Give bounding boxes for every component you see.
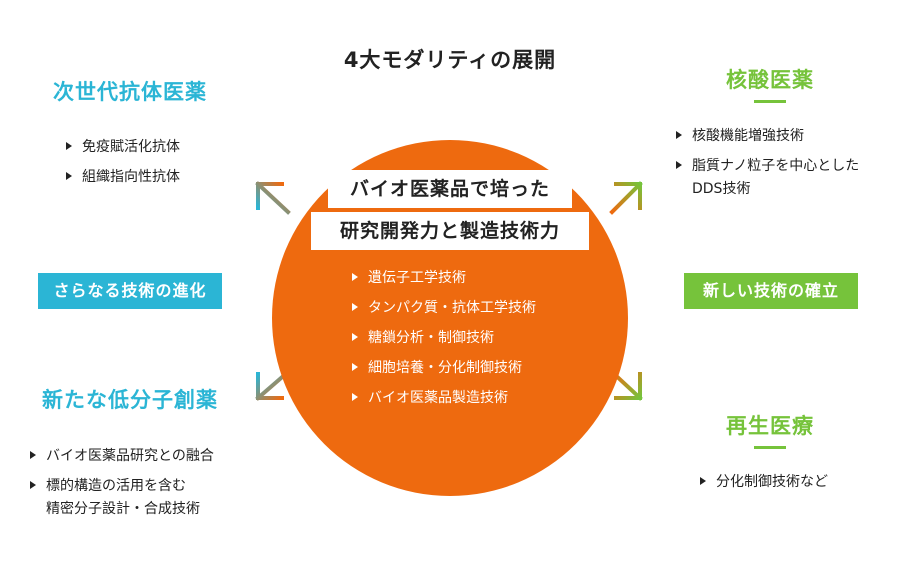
top-left-heading: 次世代抗体医薬	[53, 80, 207, 104]
bullet-triangle-icon	[676, 161, 682, 169]
arrow-top-right-icon	[609, 181, 643, 215]
center-item-label: タンパク質・抗体工学技術	[368, 300, 536, 316]
bottom-right-item-label: 分化制御技術など	[716, 474, 828, 490]
bottom-right-item: 分化制御技術など	[700, 472, 828, 492]
bottom-left-item-continued: 精密分子設計・合成技術	[46, 501, 200, 517]
bottom-right-heading: 再生医療	[726, 414, 814, 438]
bullet-triangle-icon	[352, 363, 358, 371]
bullet-triangle-icon	[66, 172, 72, 180]
bullet-triangle-icon	[700, 477, 706, 485]
diagram-title: 4大モダリティの展開	[343, 48, 557, 72]
bottom-left-heading: 新たな低分子創薬	[42, 388, 218, 412]
center-item: 糖鎖分析・制御技術	[352, 328, 494, 348]
center-line-1: バイオ医薬品で培った	[328, 170, 572, 208]
bullet-triangle-icon	[676, 131, 682, 139]
bottom-left-item: 標的構造の活用を含む	[30, 476, 186, 496]
center-line-2: 研究開発力と製造技術力	[311, 212, 589, 250]
top-right-item-label: 核酸機能増強技術	[692, 128, 804, 144]
bullet-triangle-icon	[66, 142, 72, 150]
top-right-underline	[754, 100, 786, 103]
bullet-triangle-icon	[30, 481, 36, 489]
top-right-item-continued: DDS技術	[692, 181, 751, 197]
bottom-left-item-label: 標的構造の活用を含む	[46, 478, 186, 494]
center-item-label: バイオ医薬品製造技術	[368, 390, 508, 406]
top-right-heading: 核酸医薬	[726, 68, 814, 92]
bullet-triangle-icon	[352, 273, 358, 281]
left-label-pill: さらなる技術の進化	[38, 273, 222, 309]
top-right-item: 核酸機能増強技術	[676, 126, 804, 146]
top-left-item: 免疫賦活化抗体	[66, 137, 180, 157]
bottom-left-item: バイオ医薬品研究との融合	[30, 446, 214, 466]
bullet-triangle-icon	[352, 303, 358, 311]
center-item: 遺伝子工学技術	[352, 268, 466, 288]
center-item: バイオ医薬品製造技術	[352, 388, 508, 408]
top-left-item-label: 組織指向性抗体	[82, 169, 180, 185]
right-label-pill: 新しい技術の確立	[684, 273, 858, 309]
bullet-triangle-icon	[352, 393, 358, 401]
top-right-item-label: 脂質ナノ粒子を中心とした	[692, 158, 860, 174]
top-left-item-label: 免疫賦活化抗体	[82, 139, 180, 155]
center-item-label: 遺伝子工学技術	[368, 270, 466, 286]
center-item-label: 細胞培養・分化制御技術	[368, 360, 522, 376]
center-item: タンパク質・抗体工学技術	[352, 298, 536, 318]
bullet-triangle-icon	[352, 333, 358, 341]
center-item: 細胞培養・分化制御技術	[352, 358, 522, 378]
top-left-item: 組織指向性抗体	[66, 167, 180, 187]
bullet-triangle-icon	[30, 451, 36, 459]
bottom-left-item-label: バイオ医薬品研究との融合	[46, 448, 214, 464]
top-right-item: 脂質ナノ粒子を中心とした	[676, 156, 859, 176]
center-item-label: 糖鎖分析・制御技術	[368, 330, 494, 346]
arrow-top-left-icon	[255, 181, 291, 215]
bottom-right-underline	[754, 446, 786, 449]
